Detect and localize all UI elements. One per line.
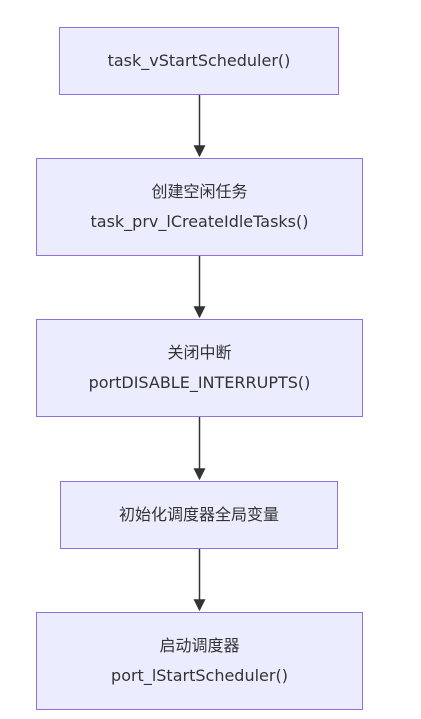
node-disable-interrupts-title: 关闭中断 xyxy=(167,343,232,362)
node-create-idle-tasks: 创建空闲任务 task_prv_lCreateIdleTasks() xyxy=(36,158,363,256)
node-create-idle-tasks-title: 创建空闲任务 xyxy=(151,182,248,201)
node-start-scheduler-label: task_vStartScheduler() xyxy=(107,51,291,70)
node-port-start-scheduler: 启动调度器 port_lStartScheduler() xyxy=(36,612,363,710)
node-port-start-scheduler-title: 启动调度器 xyxy=(159,636,240,655)
node-disable-interrupts-function: portDISABLE_INTERRUPTS() xyxy=(88,373,311,392)
node-disable-interrupts: 关闭中断 portDISABLE_INTERRUPTS() xyxy=(36,319,363,417)
node-port-start-scheduler-function: port_lStartScheduler() xyxy=(111,666,288,685)
node-init-scheduler-globals-label: 初始化调度器全局变量 xyxy=(118,505,279,524)
node-create-idle-tasks-function: task_prv_lCreateIdleTasks() xyxy=(90,212,309,231)
node-init-scheduler-globals: 初始化调度器全局变量 xyxy=(60,481,338,549)
node-start-scheduler: task_vStartScheduler() xyxy=(59,27,339,95)
